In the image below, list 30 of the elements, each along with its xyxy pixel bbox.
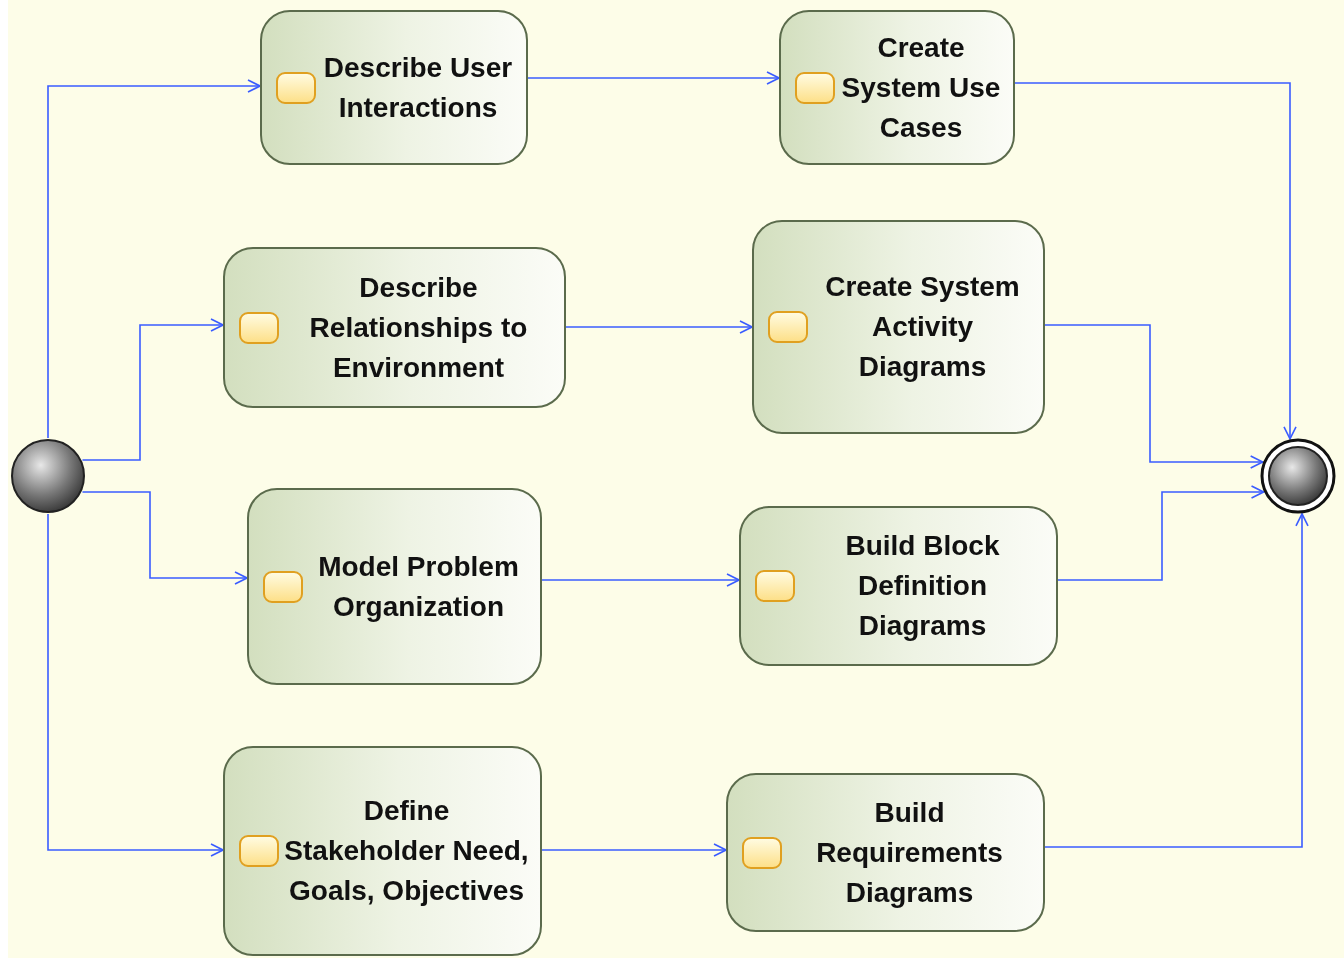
control-flow-arrow <box>1014 82 1297 440</box>
action-label: Build Requirements Diagrams <box>815 795 1004 910</box>
initial-node <box>10 438 86 514</box>
action-label: Model Problem Organization <box>317 549 520 624</box>
control-flow-arrow <box>527 71 780 85</box>
control-flow-arrow <box>541 573 740 587</box>
action-label: Describe User Interactions <box>322 50 514 125</box>
action-box <box>726 773 1045 932</box>
action-label: Create System Use Cases <box>840 30 1002 145</box>
action-box <box>223 247 566 408</box>
control-flow-arrow <box>47 513 224 857</box>
action-box <box>260 10 528 165</box>
action-box <box>752 220 1045 434</box>
control-flow-arrow <box>1057 485 1265 581</box>
control-flow-arrow <box>81 491 248 585</box>
control-flow-arrow <box>81 318 224 461</box>
control-flow-arrow <box>565 320 753 334</box>
control-flow-arrow <box>1044 324 1264 469</box>
action-box <box>739 506 1058 666</box>
action-label: Describe Relationships to Environment <box>308 270 529 385</box>
action-label: Build Block Definition Diagrams <box>844 529 1001 643</box>
control-flow-arrow <box>541 843 727 857</box>
action-box <box>223 746 542 956</box>
action-label: Define Stakeholder Need, Goals, Objectives <box>283 794 530 908</box>
control-flow-arrow <box>1044 513 1309 848</box>
final-node <box>1260 438 1336 514</box>
action-box <box>247 488 542 685</box>
action-label: Create System Activity Diagrams <box>824 270 1021 384</box>
control-flow-arrow <box>47 79 261 439</box>
action-box <box>779 10 1015 165</box>
